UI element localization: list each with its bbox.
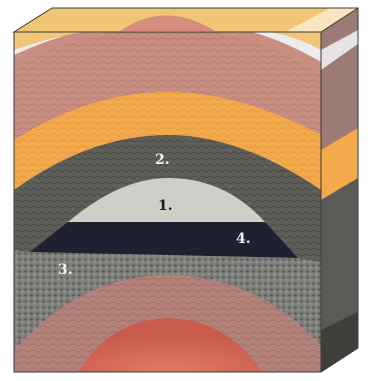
black-band	[30, 222, 298, 258]
label-2: 2.	[155, 152, 170, 168]
label-3: 3.	[58, 262, 73, 278]
label-1: 1.	[158, 198, 173, 214]
front-face	[14, 20, 321, 372]
label-4: 4.	[236, 231, 251, 247]
